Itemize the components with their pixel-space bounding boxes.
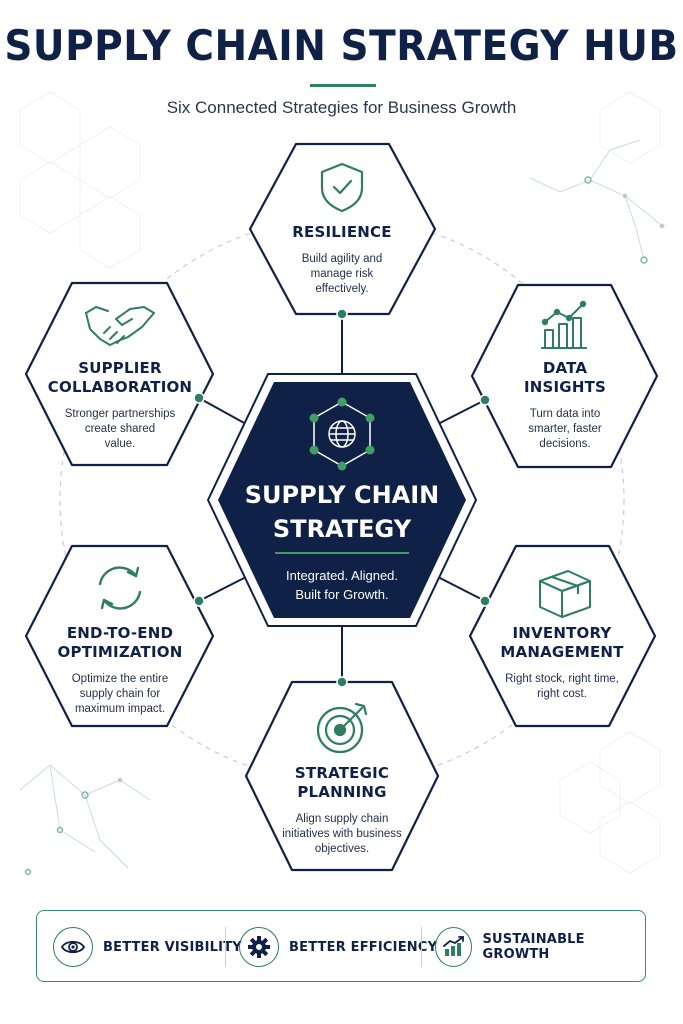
benefit-better-efficiency: BETTER EFFICIENCY: [239, 911, 437, 983]
center-title: SUPPLY CHAIN STRATEGY: [212, 478, 472, 546]
gear-icon: [239, 927, 279, 967]
benefit-label: BETTER EFFICIENCY: [289, 939, 438, 955]
strategy-desc-line: Stronger partnerships: [64, 408, 176, 420]
hex-inventory-management: [468, 544, 657, 728]
strategy-desc-line: right cost.: [537, 688, 587, 700]
strategy-description: Turn data into smarter, faster decisions…: [490, 407, 640, 452]
strategy-title-line: STRATEGIC: [294, 764, 390, 782]
strategy-title: RESILIENCE: [262, 223, 422, 242]
strategy-title: SUPPLIER COLLABORATION: [40, 359, 200, 397]
hex-resilience: [248, 142, 437, 316]
strategy-desc-line: Build agility and: [301, 253, 383, 265]
center-title-line1: SUPPLY CHAIN: [244, 481, 440, 509]
target-icon: [316, 702, 368, 754]
benefit-divider: [225, 927, 226, 967]
strategy-desc-line: Align supply chain: [295, 813, 389, 825]
strategy-strategic-planning: STRATEGIC PLANNING Align supply chain in…: [262, 764, 422, 857]
strategy-desc-line: manage risk: [310, 268, 374, 280]
strategy-title-line: SUPPLIER: [78, 359, 162, 377]
spoke-lines: [198, 314, 486, 682]
strategy-desc-line: supply chain for: [79, 688, 161, 700]
strategy-resilience: RESILIENCE Build agility and manage risk…: [262, 223, 422, 297]
benefit-divider: [421, 927, 422, 967]
bar-chart-icon: [541, 300, 587, 349]
strategy-title-line: PLANNING: [297, 783, 387, 801]
strategy-title: INVENTORY MANAGEMENT: [482, 624, 642, 662]
strategy-description: Align supply chain initiatives with busi…: [262, 812, 422, 857]
strategy-title-line: END-TO-END: [66, 624, 174, 642]
strategy-title-line: MANAGEMENT: [500, 643, 624, 661]
hex-strategic-planning: [244, 680, 440, 872]
strategy-description: Optimize the entire supply chain for max…: [40, 672, 200, 717]
benefit-label: BETTER VISIBILITY: [103, 939, 242, 955]
center-description: Integrated. Aligned. Built for Growth.: [232, 566, 452, 604]
strategy-description: Build agility and manage risk effectivel…: [262, 252, 422, 297]
strategy-inventory-management: INVENTORY MANAGEMENT Right stock, right …: [482, 624, 642, 702]
strategy-title-line: INVENTORY: [512, 624, 612, 642]
eye-icon: [53, 927, 93, 967]
strategy-title: END-TO-END OPTIMIZATION: [40, 624, 200, 662]
strategy-title: STRATEGIC PLANNING: [262, 764, 422, 802]
strategy-desc-line: Right stock, right time,: [505, 673, 619, 685]
growth-chart-icon: [435, 927, 473, 967]
strategy-title-line: INSIGHTS: [523, 378, 607, 396]
strategy-desc-line: create shared: [84, 423, 156, 435]
strategy-data-insights: DATA INSIGHTS Turn data into smarter, fa…: [490, 359, 640, 452]
handshake-icon: [85, 306, 155, 346]
hex-data-insights: [470, 283, 659, 469]
strategy-desc-line: objectives.: [314, 843, 370, 855]
strategy-title-line: DATA: [542, 359, 588, 377]
strategy-supplier-collaboration: SUPPLIER COLLABORATION Stronger partners…: [40, 359, 200, 452]
strategy-title-line: COLLABORATION: [47, 378, 193, 396]
hex-end-to-end-optimization: [24, 544, 215, 728]
benefits-bar: BETTER VISIBILITY BETTER EFFICIENCY: [36, 910, 646, 982]
background-network-dots: [19, 139, 665, 876]
background-hex-pattern: [19, 91, 661, 874]
page-title: SUPPLY CHAIN STRATEGY HUB: [4, 22, 679, 71]
center-title-line2: STRATEGY: [272, 515, 412, 543]
title-underline: [310, 84, 376, 87]
strategy-title-line: OPTIMIZATION: [57, 643, 183, 661]
strategy-desc-line: value.: [104, 438, 136, 450]
center-hex: [218, 382, 466, 618]
strategy-desc-line: Optimize the entire: [71, 673, 169, 685]
strategy-desc-line: maximum impact.: [74, 703, 166, 715]
box-icon: [539, 570, 591, 618]
strategy-desc-line: effectively.: [315, 283, 369, 295]
strategy-desc-line: smarter, faster: [528, 423, 602, 435]
strategy-title: DATA INSIGHTS: [490, 359, 640, 397]
center-desc-line1: Integrated. Aligned.: [285, 568, 399, 583]
benefit-label: SUSTAINABLE GROWTH: [482, 932, 585, 962]
strategy-end-to-end-optimization: END-TO-END OPTIMIZATION Optimize the ent…: [40, 624, 200, 717]
strategy-description: Right stock, right time, right cost.: [482, 672, 642, 702]
center-divider: [275, 552, 409, 554]
strategy-desc-line: initiatives with business: [282, 828, 402, 840]
benefit-better-visibility: BETTER VISIBILITY: [53, 911, 242, 983]
strategy-desc-line: Turn data into: [529, 408, 601, 420]
strategy-desc-line: decisions.: [539, 438, 591, 450]
connector-dots: [193, 308, 491, 688]
benefit-sustainable-growth: SUSTAINABLE GROWTH: [435, 911, 645, 983]
strategy-title-line: RESILIENCE: [292, 223, 392, 241]
shield-check-icon: [320, 162, 364, 213]
center-desc-line2: Built for Growth.: [295, 587, 389, 602]
hex-supplier-collaboration: [24, 281, 215, 467]
page-subtitle: Six Connected Strategies for Business Gr…: [166, 98, 517, 117]
refresh-cycle-icon: [98, 566, 142, 610]
strategy-description: Stronger partnerships create shared valu…: [40, 407, 200, 452]
network-globe-icon: [309, 397, 375, 471]
